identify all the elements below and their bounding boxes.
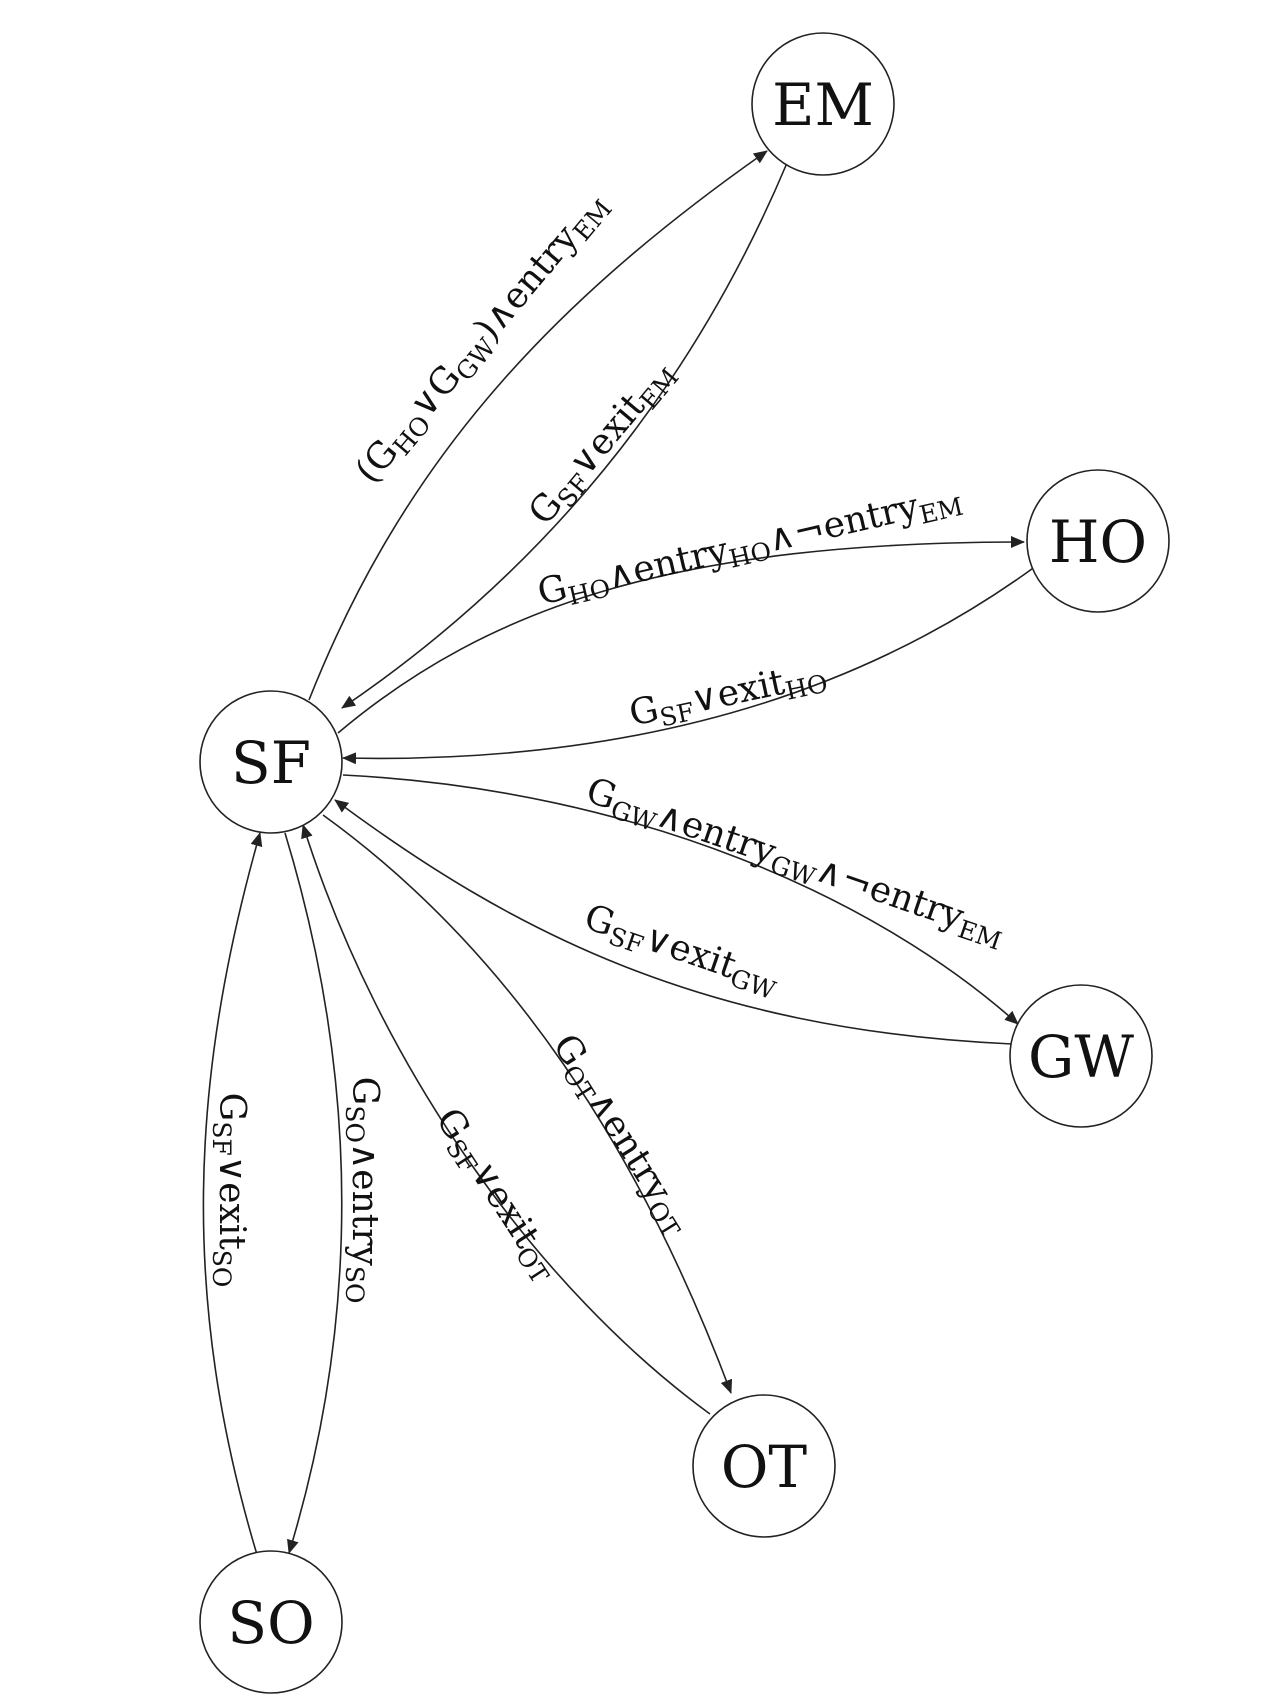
label-subscript: HO (783, 669, 830, 706)
label-subscript: EM (954, 914, 1005, 956)
node-em-label: EM (772, 71, 874, 139)
label-subscript: GW (726, 963, 779, 1005)
label-subscript: SO (207, 1250, 236, 1288)
label-text: ∧entry (344, 1143, 385, 1267)
node-ho-circle (1026, 469, 1170, 613)
node-sf: SF (199, 690, 343, 834)
label-text: ∧entry (603, 530, 733, 598)
edge-sf-to-ot (322, 814, 733, 1394)
label-text: ∨exit (462, 1154, 548, 1256)
edge-label-sf-ho: GHO∧entryHO∧¬entryEM (534, 476, 966, 617)
label-subscript: HO (726, 536, 774, 574)
node-sf-circle (199, 690, 343, 834)
edge-so-to-sf (202, 832, 263, 1559)
edge-label-em-sf: GSF∨exitEM (521, 352, 685, 535)
edges (202, 150, 1037, 1559)
node-ot: OT (692, 1394, 836, 1538)
edge-label-sf-so: GSO∧entrySO (340, 1077, 385, 1304)
node-so-circle (199, 1550, 343, 1694)
label-subscript: SO (340, 1266, 369, 1304)
label-text: ∧entry (652, 794, 782, 873)
node-em-circle (751, 32, 895, 176)
edge-sf-to-gw (342, 774, 1019, 1025)
node-so: SO (199, 1550, 343, 1694)
edge-label-sf-ot: GOT∧entryOT (541, 1027, 699, 1243)
edge-ho-to-sf (342, 565, 1037, 765)
edge-label-ho-sf: GSF∨exitHO (626, 653, 830, 738)
node-em: EM (751, 32, 895, 176)
label-text: ∨exit (639, 917, 742, 987)
label-subscript: SF (657, 697, 697, 733)
node-ot-label: OT (721, 1433, 808, 1501)
node-ot-circle (692, 1394, 836, 1538)
label-text: ∧¬entry (811, 849, 970, 938)
label-text: )∧entry (467, 217, 587, 349)
edge-sf-to-ho (337, 536, 1025, 734)
edge-label-gw-sf: GSF∨exitGW (578, 897, 785, 1006)
edge-label-ot-sf: GSF∨exitOT (424, 1101, 568, 1289)
label-subscript: HO (565, 573, 613, 611)
node-ho-label: HO (1049, 508, 1147, 576)
edge-sf-to-so (284, 832, 343, 1554)
node-ho: HO (1026, 469, 1170, 613)
label-text: G (534, 567, 571, 613)
label-text: G (626, 688, 663, 734)
edge-label-sf-gw: GGW∧entryGW∧¬entryEM (580, 770, 1011, 956)
label-text: G (344, 1077, 385, 1106)
edge-label-so-sf: GSF∨exitSO (207, 1093, 252, 1288)
label-subscript: SF (207, 1121, 236, 1155)
node-gw: GW (1009, 984, 1153, 1128)
nodes: EM HO SF GW OT SO (199, 32, 1170, 1694)
label-text: G (211, 1093, 252, 1122)
node-so-label: SO (227, 1589, 314, 1657)
label-subscript: EM (917, 492, 966, 530)
label-text: ∧entry (579, 1083, 679, 1209)
node-gw-circle (1009, 984, 1153, 1128)
node-sf-label: SF (231, 729, 311, 797)
edge-em-to-sf (341, 162, 788, 709)
edge-ot-to-sf (301, 824, 711, 1415)
edge-gw-to-sf (334, 799, 1013, 1045)
label-text: ∨exit (688, 662, 789, 722)
edge-labels: (GHO∨GGW)∧entryEM GSF∨exitEM GHO∧entryHO… (207, 194, 1011, 1304)
edge-sf-to-em (308, 150, 768, 701)
label-subscript: SO (340, 1105, 369, 1143)
node-gw-label: GW (1028, 1023, 1134, 1091)
label-text: ∨exit (211, 1156, 252, 1250)
